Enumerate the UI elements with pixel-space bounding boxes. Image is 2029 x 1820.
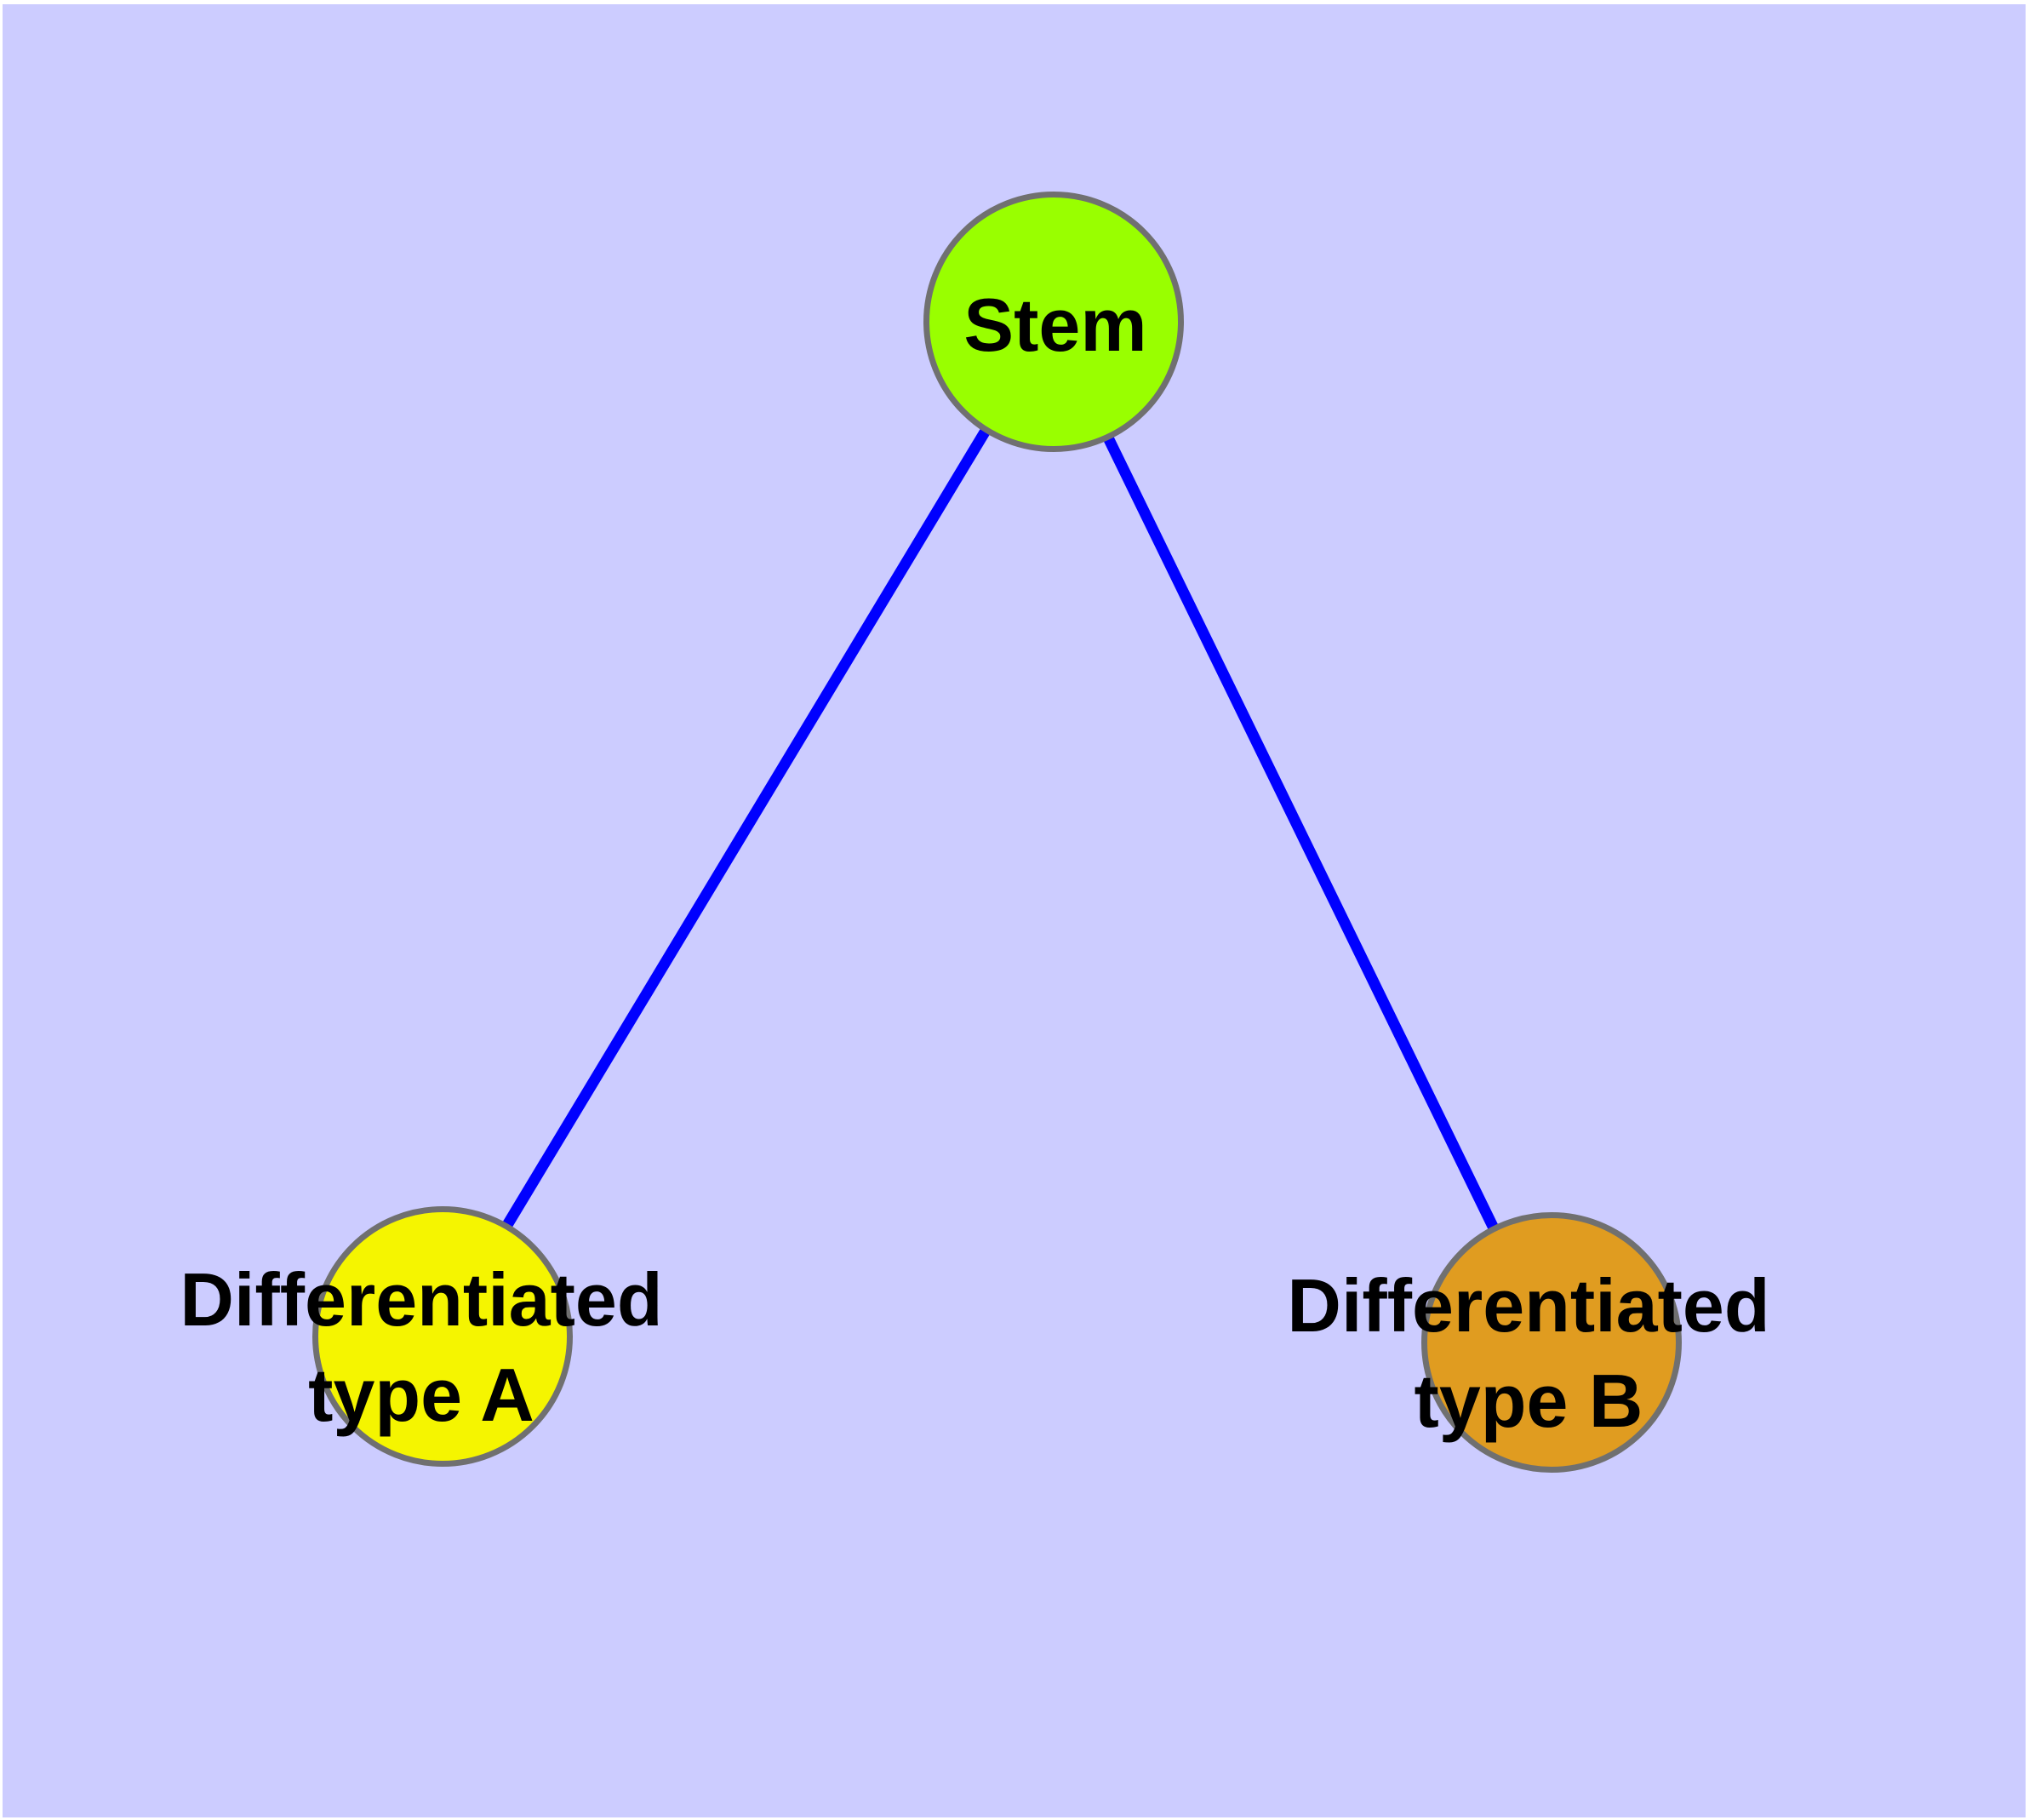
edge-stem-to-type-b — [1046, 318, 1552, 1341]
node-differentiated-type-a — [312, 1206, 573, 1467]
edges-layer — [437, 318, 1552, 1341]
node-differentiated-type-b — [1421, 1212, 1682, 1473]
edge-stem-to-type-a — [437, 318, 1056, 1336]
node-stem — [923, 192, 1184, 452]
diagram-canvas: Stem Differentiated type A Differentiate… — [3, 4, 2026, 1817]
